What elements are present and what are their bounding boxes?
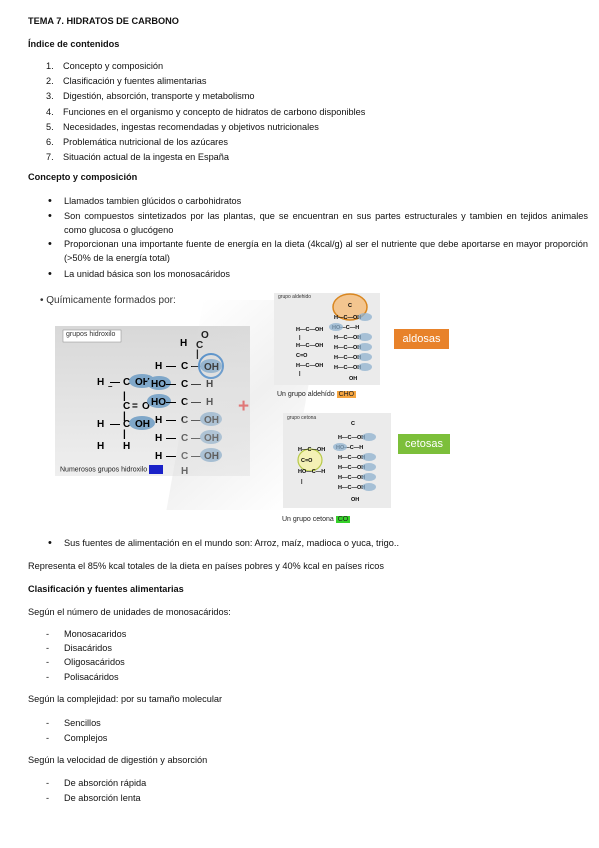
- group-label: Según la complejidad: por su tamaño mole…: [28, 694, 223, 704]
- svg-text:H: H: [155, 361, 162, 372]
- svg-text:|: |: [299, 371, 301, 377]
- svg-text:H: H: [97, 441, 104, 452]
- svg-text:OH: OH: [135, 419, 150, 430]
- svg-text:—: —: [110, 377, 120, 388]
- list-item: -Oligosacáridos: [46, 657, 125, 667]
- svg-text:H: H: [97, 419, 104, 430]
- svg-text:H—C—OH: H—C—OH: [334, 365, 361, 371]
- svg-text:H: H: [155, 451, 162, 462]
- list-item: •Son compuestos sintetizados por las pla…: [48, 210, 588, 235]
- svg-text:|: |: [123, 429, 126, 440]
- svg-text:H: H: [155, 415, 162, 426]
- svg-text:|: |: [301, 479, 303, 485]
- svg-text:C=O: C=O: [301, 458, 313, 464]
- toc-item: 1.Concepto y composición: [46, 61, 164, 71]
- svg-text:H: H: [180, 338, 187, 349]
- ketone-caption: Un grupo cetona CO: [282, 516, 351, 523]
- svg-text:C: C: [181, 361, 188, 372]
- svg-text:—: —: [110, 419, 120, 430]
- figure-caption: • Químicamente formados por:: [40, 295, 176, 306]
- svg-text:C=O: C=O: [296, 353, 308, 359]
- page-title: TEMA 7. HIDRATOS DE CARBONO: [28, 16, 179, 26]
- group-label: Según el número de unidades de monosacár…: [28, 607, 231, 617]
- svg-text:OH: OH: [351, 497, 359, 503]
- toc-item: 7.Situación actual de la ingesta en Espa…: [46, 152, 230, 163]
- list-item: -Monosacaridos: [46, 629, 127, 639]
- svg-text:—: —: [166, 415, 176, 426]
- list-item: -Polisacáridos: [46, 672, 119, 682]
- list-item: •Sus fuentes de alimentación en el mundo…: [48, 537, 400, 549]
- svg-text:H—C—OH: H—C—OH: [334, 355, 361, 361]
- aldosas-badge: aldosas: [394, 329, 449, 349]
- svg-text:|: |: [299, 335, 301, 341]
- svg-text:HO: HO: [151, 379, 166, 390]
- svg-text:H—C—OH: H—C—OH: [334, 345, 361, 351]
- hydroxyl-caption: Numerosos grupos hidroxilo: [60, 465, 164, 474]
- svg-text:O: O: [142, 401, 150, 412]
- svg-text:C: C: [348, 303, 352, 309]
- svg-text:C: C: [123, 377, 130, 388]
- svg-text:H—C—OH: H—C—OH: [296, 327, 323, 333]
- svg-text:HO—C—H: HO—C—H: [298, 469, 325, 475]
- svg-text:C: C: [123, 419, 130, 430]
- toc-item: 2.Clasificación y fuentes alimentarias: [46, 76, 207, 87]
- list-item: -Disacáridos: [46, 643, 112, 653]
- svg-text:–: –: [108, 382, 113, 391]
- svg-text:OH: OH: [135, 377, 150, 388]
- svg-text:H—C—OH: H—C—OH: [296, 343, 323, 349]
- list-item: •La unidad básica son los monosacáridos: [48, 268, 230, 280]
- svg-text:H—C—OH: H—C—OH: [338, 475, 365, 481]
- toc-list: 1.Concepto y composición 2.Clasificación…: [46, 59, 365, 165]
- svg-text:H—C—OH: H—C—OH: [334, 315, 361, 321]
- svg-text:|: |: [123, 411, 126, 422]
- svg-text:H: H: [123, 441, 130, 452]
- svg-text:HO—C—H: HO—C—H: [332, 325, 359, 331]
- svg-text:H: H: [97, 377, 104, 388]
- svg-text:—: —: [166, 433, 176, 444]
- list-item: •Llamados tambien glúcidos o carbohidrat…: [48, 195, 242, 207]
- toc-item: 3.Digestión, absorción, transporte y met…: [46, 91, 255, 102]
- toc-item: 4.Funciones en el organismo y concepto d…: [46, 106, 366, 117]
- list-item: -De absorción rápida: [46, 778, 147, 788]
- svg-text:—: —: [166, 397, 176, 408]
- svg-text:H—C—OH: H—C—OH: [338, 435, 365, 441]
- svg-text:—: —: [166, 451, 176, 462]
- toc-item: 5.Necesidades, ingestas recomendadas y o…: [46, 121, 319, 132]
- svg-text:H—C—OH: H—C—OH: [338, 465, 365, 471]
- aldehyde-caption: Un grupo aldehído CHO: [277, 391, 357, 398]
- cetosas-badge: cetosas: [398, 434, 450, 454]
- panel-label: grupos hidroxilo: [66, 331, 116, 338]
- group-label: Según la velocidad de digestión y absorc…: [28, 755, 208, 765]
- svg-text:C: C: [123, 401, 130, 412]
- svg-text:HO: HO: [151, 397, 166, 408]
- fuentes-note: Representa el 85% kcal totales de la die…: [28, 561, 384, 571]
- svg-text:HO—C—H: HO—C—H: [336, 445, 363, 451]
- aldehyde-label: grupo aldehido: [278, 294, 312, 300]
- list-item: •Proporcionan una importante fuente de e…: [48, 238, 588, 263]
- svg-text:|: |: [123, 391, 126, 402]
- aldehyde-diagram: H—C—OH | H—C—OH C=O H—C—OH | C H—C—OH HO…: [296, 293, 372, 382]
- svg-text:C: C: [181, 379, 188, 390]
- toc-heading: Índice de contenidos: [28, 39, 120, 49]
- svg-text:OH: OH: [349, 376, 357, 382]
- svg-text:—: —: [166, 361, 176, 372]
- svg-text:=: =: [132, 401, 138, 412]
- svg-text:—: —: [166, 379, 176, 390]
- ketone-label: grupo cetona: [287, 415, 317, 421]
- svg-text:H—C—OH: H—C—OH: [338, 455, 365, 461]
- svg-text:H: H: [155, 433, 162, 444]
- svg-text:C: C: [351, 421, 355, 427]
- concepto-heading: Concepto y composición: [28, 172, 138, 182]
- svg-text:H—C—OH: H—C—OH: [298, 447, 325, 453]
- list-item: -Complejos: [46, 733, 108, 743]
- toc-item: 6.Problemática nutricional de los azúcar…: [46, 136, 228, 147]
- list-item: -De absorción lenta: [46, 793, 141, 803]
- svg-text:H—C—OH: H—C—OH: [334, 335, 361, 341]
- clasificacion-heading: Clasificación y fuentes alimentarias: [28, 584, 184, 594]
- svg-text:H—C—OH: H—C—OH: [338, 485, 365, 491]
- list-item: -Sencillos: [46, 718, 101, 728]
- ketone-diagram: H—C—OH C=O HO—C—H | C H—C—OH HO—C—H H—C—…: [297, 421, 376, 503]
- svg-text:H—C—OH: H—C—OH: [296, 363, 323, 369]
- blue-swatch: [149, 465, 164, 474]
